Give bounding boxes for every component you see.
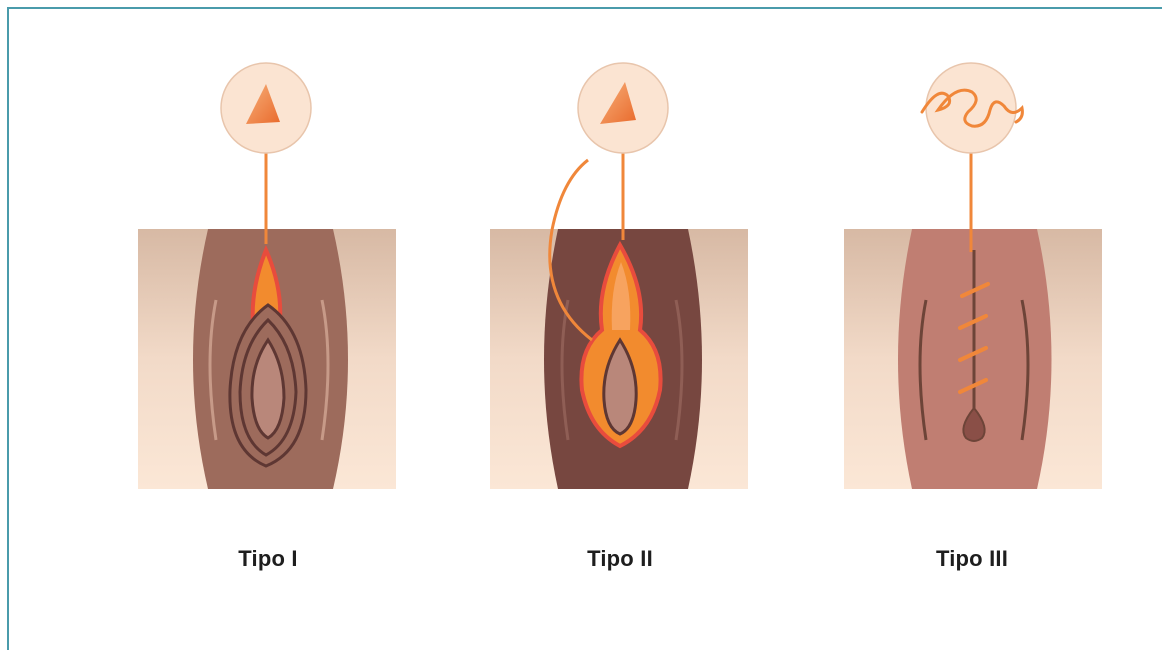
caption-tipo-2: Tipo II (470, 546, 770, 572)
tipo-3-illustration (822, 0, 1122, 540)
tipo-1-illustration (118, 0, 418, 540)
panel-tipo-2: Tipo II (470, 0, 770, 650)
caption-tipo-3: Tipo III (822, 546, 1122, 572)
tipo-2-illustration (470, 0, 770, 540)
panel-tipo-1: Tipo I (118, 0, 418, 650)
panel-tipo-3: Tipo III (822, 0, 1122, 650)
caption-tipo-1: Tipo I (118, 546, 418, 572)
